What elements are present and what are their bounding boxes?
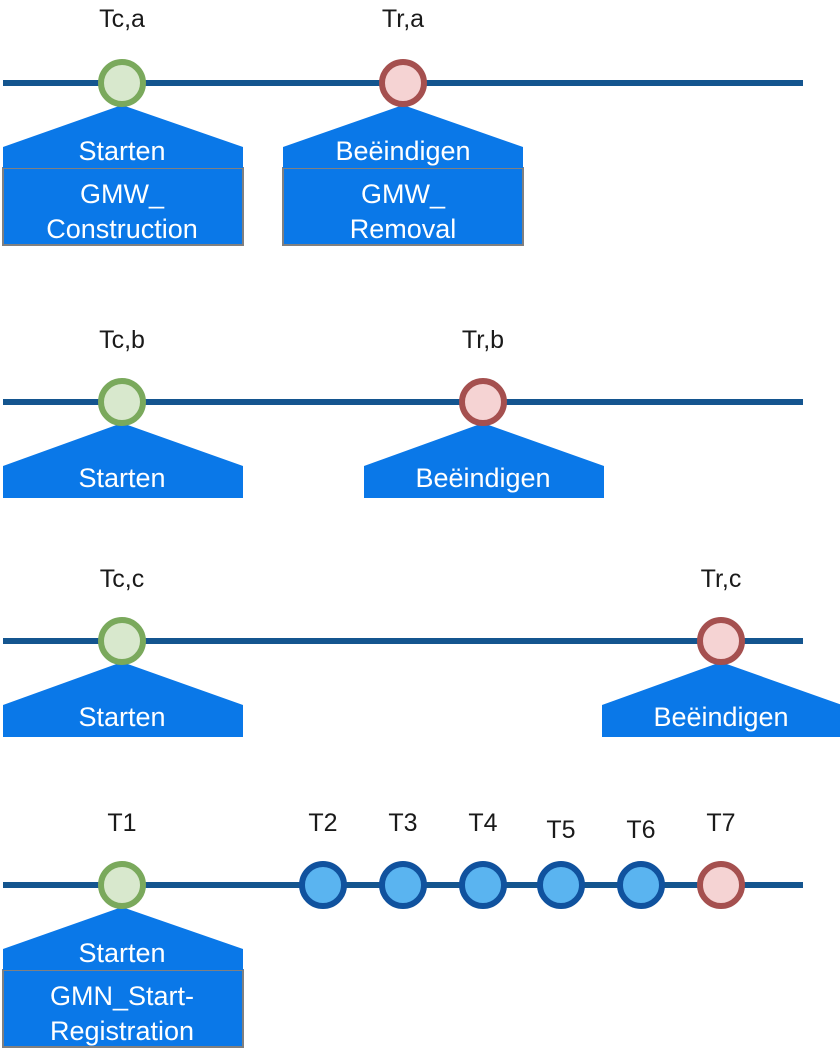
tick-label-tr-b: Tr,b <box>462 326 504 354</box>
tick-label-t2: T2 <box>308 809 337 837</box>
timeline-row-b: Starten Beëindigen Tc,b Tr,b <box>3 326 803 498</box>
tick-label-t3: T3 <box>388 809 417 837</box>
event-marker-t4[interactable] <box>459 861 507 909</box>
end-marker-tr-a[interactable] <box>379 59 427 107</box>
event-pennant-tc-b[interactable] <box>3 423 243 498</box>
end-marker-tr-b[interactable] <box>459 378 507 426</box>
pennant-label-tc-a: Starten <box>78 136 165 166</box>
timeline-row-c: Starten Beëindigen Tc,c Tr,c <box>3 565 840 737</box>
event-group-tc-a[interactable]: Starten GMW_ Construction <box>2 105 244 246</box>
event-box-t1[interactable] <box>2 969 244 1048</box>
tick-label-t4: T4 <box>468 809 497 837</box>
event-marker-t6[interactable] <box>617 861 665 909</box>
event-group-tr-b[interactable]: Beëindigen <box>364 423 604 498</box>
event-marker-t5[interactable] <box>537 861 585 909</box>
event-group-tc-b[interactable]: Starten <box>3 423 243 498</box>
event-pennant-tr-c[interactable] <box>602 662 840 737</box>
tick-label-t1: T1 <box>107 809 136 837</box>
event-pennant-t1[interactable] <box>3 907 243 970</box>
tick-label-t6: T6 <box>626 816 655 844</box>
start-marker-tc-c[interactable] <box>98 617 146 665</box>
end-marker-t7[interactable] <box>697 861 745 909</box>
box-label-tc-a-line2: Construction <box>46 214 198 244</box>
event-marker-t3[interactable] <box>379 861 427 909</box>
start-marker-t1[interactable] <box>98 861 146 909</box>
event-group-tc-c[interactable]: Starten <box>3 662 243 737</box>
event-group-t1[interactable]: Starten GMN_Start- Registration <box>2 907 244 1048</box>
pennant-label-tr-a: Beëindigen <box>335 136 470 166</box>
event-pennant-tr-a[interactable] <box>283 105 523 168</box>
pennant-label-tr-c: Beëindigen <box>653 702 788 732</box>
event-group-tr-a[interactable]: Beëindigen GMW_ Removal <box>282 105 524 246</box>
tick-label-t7: T7 <box>706 809 735 837</box>
event-marker-t2[interactable] <box>299 861 347 909</box>
tick-label-tc-b: Tc,b <box>99 326 145 354</box>
box-label-tr-a-line1: GMW_ <box>361 179 446 209</box>
timeline-row-a: Starten GMW_ Construction Beëindigen GMW… <box>2 5 803 246</box>
tick-label-tc-c: Tc,c <box>100 565 144 593</box>
event-box-tc-a[interactable] <box>2 167 244 246</box>
tick-label-t5: T5 <box>546 816 575 844</box>
tick-label-tr-a: Tr,a <box>382 5 424 33</box>
start-marker-tc-a[interactable] <box>98 59 146 107</box>
tick-label-tc-a: Tc,a <box>99 5 145 33</box>
box-label-t1-line2: Registration <box>50 1016 194 1046</box>
box-label-t1-line1: GMN_Start- <box>50 981 194 1011</box>
pennant-label-tc-c: Starten <box>78 702 165 732</box>
tick-label-tr-c: Tr,c <box>701 565 742 593</box>
pennant-label-t1: Starten <box>78 938 165 968</box>
event-pennant-tc-c[interactable] <box>3 662 243 737</box>
timeline-row-d: Starten GMN_Start- Registration T1 T2 T3… <box>2 809 803 1048</box>
event-pennant-tr-b[interactable] <box>364 423 604 498</box>
pennant-label-tr-b: Beëindigen <box>415 463 550 493</box>
start-marker-tc-b[interactable] <box>98 378 146 426</box>
event-pennant-tc-a[interactable] <box>3 105 243 168</box>
box-label-tr-a-line2: Removal <box>350 214 457 244</box>
end-marker-tr-c[interactable] <box>697 617 745 665</box>
box-label-tc-a-line1: GMW_ <box>80 179 165 209</box>
event-group-tr-c[interactable]: Beëindigen <box>602 662 840 737</box>
pennant-label-tc-b: Starten <box>78 463 165 493</box>
